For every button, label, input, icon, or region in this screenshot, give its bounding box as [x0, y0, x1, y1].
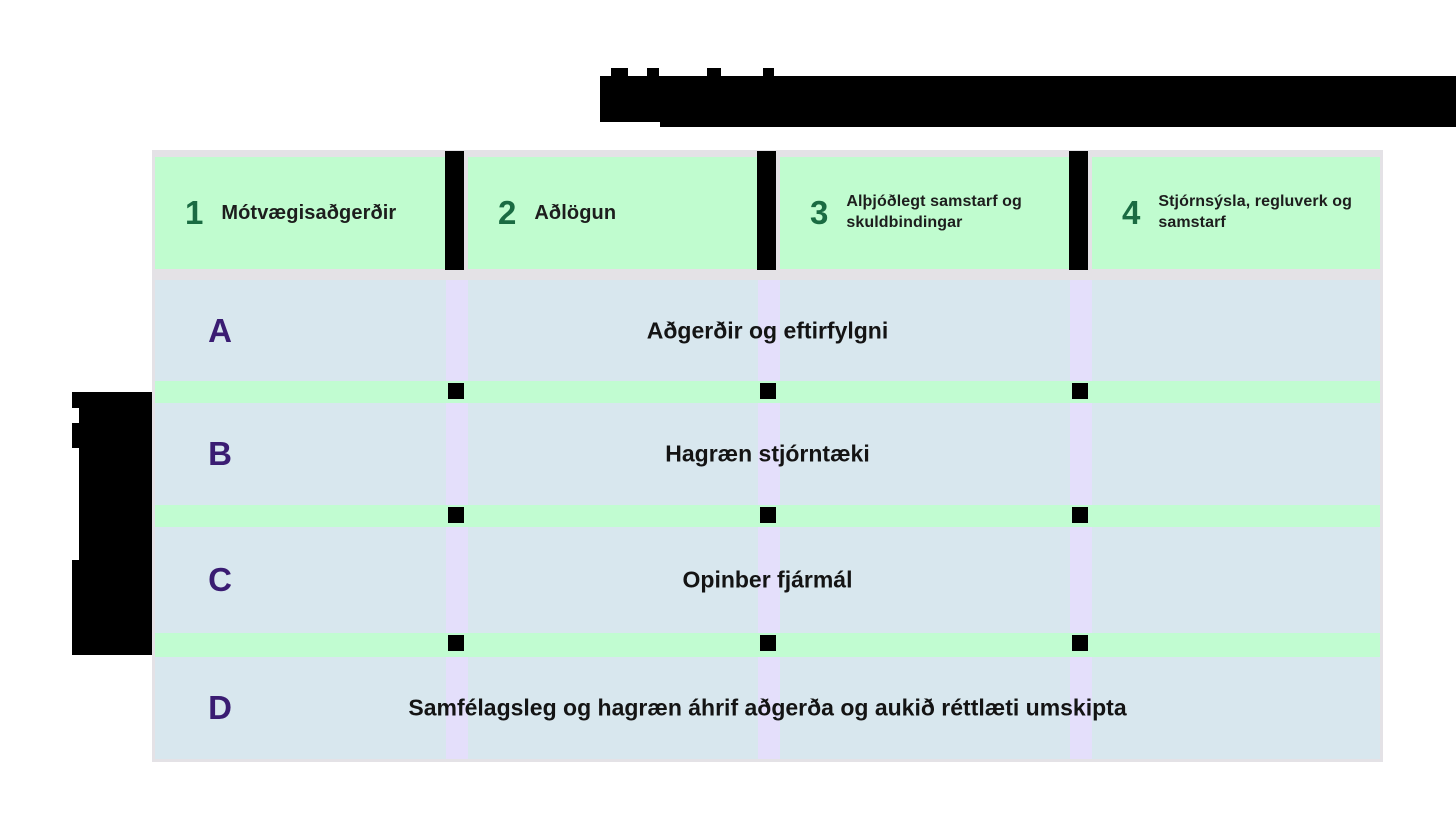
row-b: B Hagræn stjórntæki: [155, 403, 1380, 505]
column-strip: [758, 403, 780, 505]
column-strip: [446, 403, 468, 505]
header-number-2: 2: [498, 194, 517, 231]
separator-square: [448, 383, 464, 399]
redacted-side-block: [79, 448, 152, 560]
header-label-4: Stjórnsýsla, regluverk og samstarf: [1158, 193, 1353, 231]
row-letter-d: D: [208, 689, 232, 726]
redacted-side-block: [72, 423, 152, 448]
header-cell-4: 4 Stjórnsýsla, regluverk og samstarf: [1092, 157, 1380, 269]
separator-square: [1072, 383, 1088, 399]
separator-square: [448, 507, 464, 523]
redacted-side-block: [72, 560, 152, 655]
header-label-2: Aðlögun: [534, 201, 617, 224]
header-cell-2: 2 Aðlögun: [468, 157, 757, 269]
redacted-title-nub: [647, 68, 659, 77]
row-label-b: Hagræn stjórntæki: [665, 440, 870, 467]
header-column-separator-bar: [757, 151, 776, 270]
matrix-table: 1 Mótvægisaðgerðir 2 Aðlögun 3 Alþjóðleg…: [152, 150, 1383, 762]
redacted-title-bar: [600, 76, 1456, 122]
row-separator: [155, 505, 1380, 527]
redacted-title-nub: [611, 68, 628, 77]
column-strip: [446, 280, 468, 381]
row-c: C Opinber fjármál: [155, 527, 1380, 633]
header-label-1: Mótvægisaðgerðir: [221, 201, 397, 224]
column-strip: [446, 527, 468, 633]
row-label-d: Samfélagsleg og hagræn áhrif aðgerða og …: [408, 694, 1127, 721]
row-d: D Samfélagsleg og hagræn áhrif aðgerða o…: [155, 657, 1380, 759]
header-column-separator-bar: [445, 151, 464, 270]
separator-square: [1072, 507, 1088, 523]
separator-square: [760, 507, 776, 523]
header-cell-1: 1 Mótvægisaðgerðir: [155, 157, 445, 269]
redacted-title-nub: [763, 68, 774, 77]
header-column-separator-bar: [1069, 151, 1088, 270]
redacted-side-block: [72, 392, 152, 408]
column-strip: [446, 657, 468, 759]
header-cell-3: 3 Alþjóðlegt samstarf og skuldbindingar: [780, 157, 1069, 269]
separator-square: [1072, 635, 1088, 651]
redacted-title-lip: [660, 122, 1456, 127]
row-label-a: Aðgerðir og eftirfylgni: [646, 317, 889, 343]
row-separator: [155, 633, 1380, 657]
row-label-c: Opinber fjármál: [682, 566, 853, 593]
separator-square: [448, 635, 464, 651]
column-strip: [758, 280, 780, 381]
redacted-side-block: [79, 408, 152, 423]
row-letter-c: C: [208, 561, 232, 598]
header-number-1: 1: [185, 194, 204, 231]
separator-square: [760, 635, 776, 651]
column-strip: [1070, 527, 1092, 633]
column-strip: [1070, 403, 1092, 505]
row-a: A Aðgerðir og eftirfylgni: [155, 280, 1380, 381]
redacted-title-nub: [707, 68, 721, 77]
header-label-3: Alþjóðlegt samstarf og skuldbindingar: [846, 193, 1022, 231]
column-strip: [758, 657, 780, 759]
row-letter-a: A: [208, 311, 232, 349]
header-number-4: 4: [1122, 194, 1141, 231]
separator-square: [760, 383, 776, 399]
column-strip: [1070, 280, 1092, 381]
row-separator: [155, 381, 1380, 403]
header-number-3: 3: [810, 194, 829, 231]
row-letter-b: B: [208, 435, 232, 472]
column-strip: [1070, 657, 1092, 759]
column-strip: [758, 527, 780, 633]
